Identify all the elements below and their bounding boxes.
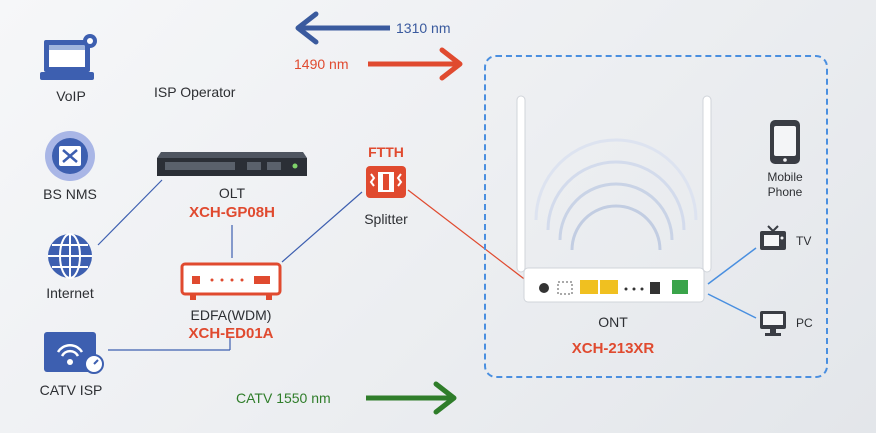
voip-label: VoIP xyxy=(56,88,86,104)
olt-device-icon xyxy=(157,152,307,176)
downstream-arrow xyxy=(368,47,463,81)
tv-icon xyxy=(760,225,786,250)
edfa-label: EDFA(WDM) xyxy=(190,307,272,323)
downstream-label: 1490 nm xyxy=(294,56,349,72)
olt-label: OLT xyxy=(218,185,246,201)
upstream-label: 1310 nm xyxy=(396,20,451,36)
voip-icon xyxy=(40,34,97,80)
ont-model: XCH-213XR xyxy=(571,340,655,357)
mobile-phone-icon xyxy=(770,120,800,164)
internet-label: Internet xyxy=(46,285,94,301)
ont-tv-line xyxy=(707,247,757,285)
catv-wavelength-label: CATV 1550 nm xyxy=(236,390,331,406)
catv-arrow xyxy=(366,381,457,415)
edfa-model: XCH-ED01A xyxy=(188,325,274,342)
splitter-icon xyxy=(366,166,406,198)
pc-icon xyxy=(760,311,786,336)
pc-label: PC xyxy=(796,316,813,330)
mobile-label-line2: Phone xyxy=(767,185,803,199)
ont-area xyxy=(484,55,828,378)
tv-label: TV xyxy=(796,234,812,248)
internet-olt-line xyxy=(97,179,163,246)
ont-pc-line xyxy=(707,293,757,319)
splitter-ont-line xyxy=(407,189,537,289)
edfa-splitter-line xyxy=(281,191,363,263)
globe-icon xyxy=(48,233,92,279)
edfa-device-icon xyxy=(180,262,282,300)
mobile-label-line1: Mobile xyxy=(767,170,803,184)
upstream-arrow xyxy=(295,11,390,45)
olt-model: XCH-GP08H xyxy=(189,204,275,221)
nms-icon xyxy=(45,131,95,181)
ont-router-icon xyxy=(516,95,712,303)
nms-label: BS NMS xyxy=(43,186,97,202)
isp-operator-label: ISP Operator xyxy=(154,84,236,100)
splitter-label: Splitter xyxy=(364,211,408,227)
catv-antenna-icon xyxy=(44,332,104,374)
catv-isp-label: CATV ISP xyxy=(39,382,103,398)
ont-label: ONT xyxy=(598,314,628,330)
ftth-tag: FTTH xyxy=(368,144,404,160)
